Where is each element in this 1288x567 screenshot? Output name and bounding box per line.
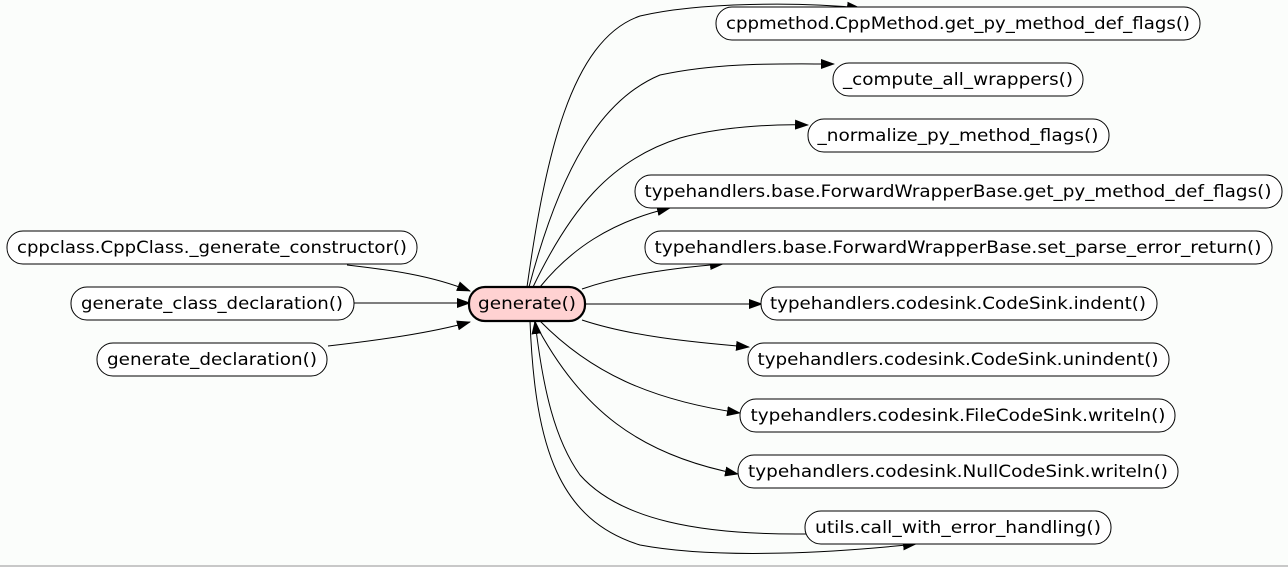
node-label: cppmethod.CppMethod.get_py_method_def_fl… <box>726 14 1190 34</box>
node-label: typehandlers.codesink.CodeSink.unindent(… <box>758 350 1159 369</box>
node-label: typehandlers.codesink.FileCodeSink.write… <box>751 406 1166 425</box>
node-generate-declaration[interactable]: generate_declaration() <box>96 342 328 377</box>
node-codesink-unindent[interactable]: typehandlers.codesink.CodeSink.unindent(… <box>747 342 1170 377</box>
node-label: utils.call_with_error_handling() <box>815 518 1101 538</box>
edge-generate-to-fwb-set-parse <box>581 259 724 290</box>
node-label: _compute_all_wrappers() <box>842 70 1073 90</box>
edge-generate-to-normalize-flags <box>532 119 809 288</box>
node-fwb-set-parse-error-return[interactable]: typehandlers.base.ForwardWrapperBase.set… <box>644 230 1273 265</box>
node-label: typehandlers.codesink.NullCodeSink.write… <box>748 462 1168 481</box>
node-label: generate_declaration() <box>107 350 317 370</box>
node-call-with-error-handling[interactable]: utils.call_with_error_handling() <box>804 510 1112 545</box>
node-normalize-py-method-flags[interactable]: _normalize_py_method_flags() <box>807 118 1110 153</box>
edge-generate-to-compute-all-wrappers <box>528 58 835 288</box>
edge-generate-to-filecodesink-writeln <box>539 320 741 417</box>
edge-declaration-to-generate <box>327 320 471 347</box>
node-cppclass-generate-constructor[interactable]: cppclass.CppClass._generate_constructor(… <box>6 230 418 265</box>
node-label: _normalize_py_method_flags() <box>816 126 1098 146</box>
node-generate-focus[interactable]: generate() <box>467 285 587 323</box>
node-label: generate_class_declaration() <box>81 294 343 314</box>
node-fwb-get-py-method-def-flags[interactable]: typehandlers.base.ForwardWrapperBase.get… <box>634 174 1283 209</box>
edge-generate-to-unindent <box>581 319 750 351</box>
node-label: generate() <box>478 294 576 313</box>
node-compute-all-wrappers[interactable]: _compute_all_wrappers() <box>832 62 1084 97</box>
edge-call-with-error-to-generate <box>531 320 807 535</box>
edge-generate-to-fwb-get-flags <box>539 206 671 288</box>
node-nullcodesink-writeln[interactable]: typehandlers.codesink.NullCodeSink.write… <box>737 454 1179 489</box>
node-codesink-indent[interactable]: typehandlers.codesink.CodeSink.indent() <box>760 286 1158 321</box>
node-label: typehandlers.base.ForwardWrapperBase.set… <box>655 238 1262 258</box>
node-label: typehandlers.base.ForwardWrapperBase.get… <box>645 182 1272 202</box>
node-generate-class-declaration[interactable]: generate_class_declaration() <box>70 286 355 321</box>
node-cppmethod-get-py-method-def-flags[interactable]: cppmethod.CppMethod.get_py_method_def_fl… <box>715 6 1201 41</box>
bottom-divider <box>0 565 1288 567</box>
node-label: typehandlers.codesink.CodeSink.indent() <box>770 294 1146 313</box>
node-filecodesink-writeln[interactable]: typehandlers.codesink.FileCodeSink.write… <box>739 398 1176 433</box>
node-label: cppclass.CppClass._generate_constructor(… <box>17 238 407 258</box>
edge-cppclass-to-generate <box>346 264 471 292</box>
edge-generate-to-nullcodesink-writeln <box>533 320 739 477</box>
edge-generate-to-call-with-error <box>529 320 917 554</box>
edge-generate-to-cppmethod-flags <box>526 1 861 288</box>
